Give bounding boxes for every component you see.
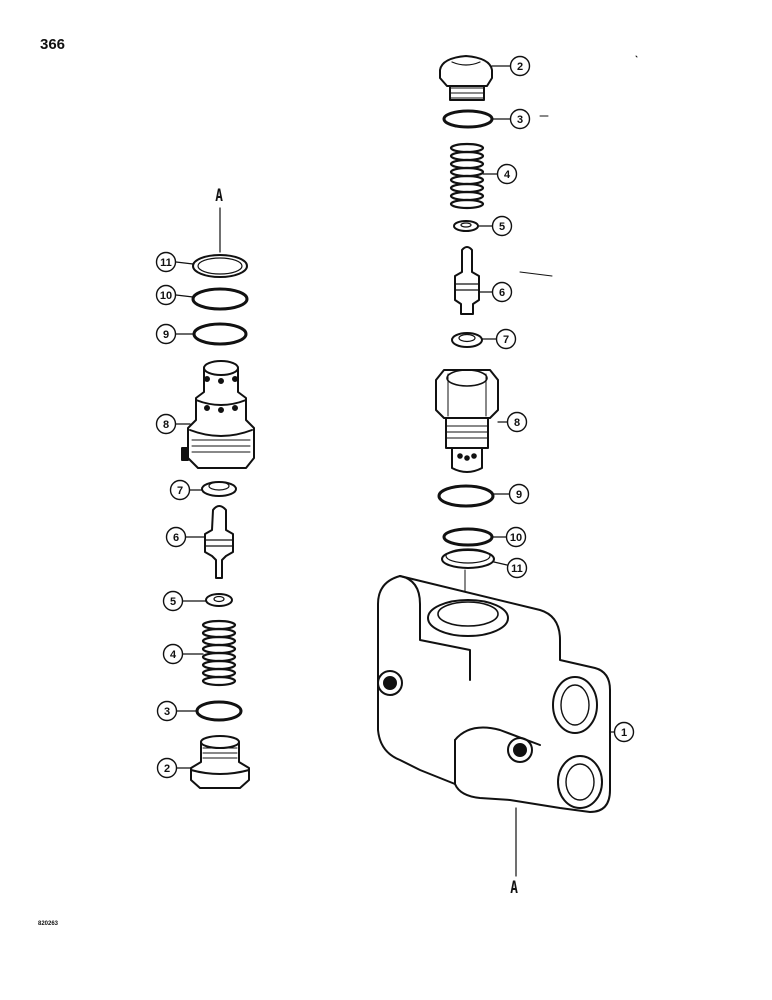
callout-circle	[169, 479, 191, 501]
callout-left-4: 4	[162, 643, 184, 665]
callout-circle	[613, 721, 635, 743]
callout-circle	[506, 411, 528, 433]
callout-number: 7	[503, 334, 509, 346]
callout-number: 5	[170, 596, 176, 608]
callout-number: 6	[499, 287, 505, 299]
callout-circle	[162, 590, 184, 612]
callout-circle	[508, 483, 530, 505]
callout-number: 3	[517, 114, 523, 126]
spring-icon	[201, 619, 237, 687]
callout-circle	[155, 284, 177, 306]
callout-circle	[509, 108, 531, 130]
backup-ring-icon	[192, 254, 248, 278]
callout-number: 6	[173, 532, 179, 544]
callout-right-11: 11	[506, 557, 528, 579]
reference-code: 820263	[38, 921, 59, 927]
seat-icon	[451, 332, 483, 348]
callout-circle	[156, 700, 178, 722]
callout-right-7: 7	[495, 328, 517, 350]
callout-circle	[495, 328, 517, 350]
callout-right-8: 8	[506, 411, 528, 433]
poppet-icon	[204, 505, 234, 579]
callout-left-6: 6	[165, 526, 187, 548]
callout-number: 11	[160, 257, 172, 269]
callout-right-1: 1	[613, 721, 635, 743]
callout-circle	[155, 413, 177, 435]
callout-number: 7	[177, 485, 183, 497]
right-leader-lines	[477, 65, 615, 733]
callout-circle	[155, 323, 177, 345]
callout-circle	[491, 281, 513, 303]
callout-right-5: 5	[491, 215, 513, 237]
callout-number: 4	[504, 169, 511, 181]
callout-circle	[506, 557, 528, 579]
o-ring-icon	[192, 322, 248, 346]
callout-circle	[156, 757, 178, 779]
callout-number: 5	[499, 221, 505, 233]
callout-number: 9	[163, 329, 169, 341]
callout-number: 10	[160, 290, 172, 302]
callout-circle	[162, 643, 184, 665]
callout-right-3: 3	[509, 108, 531, 130]
callout-number: 2	[164, 763, 170, 775]
callout-circle	[165, 526, 187, 548]
plug-icon	[439, 55, 493, 101]
left-leader-lines	[175, 261, 207, 769]
seat-icon	[201, 481, 237, 497]
poppet-icon	[454, 246, 480, 315]
spring-icon	[449, 142, 485, 210]
callout-number: 2	[517, 61, 523, 73]
callout-left-5: 5	[162, 590, 184, 612]
callout-left-2: 2	[156, 757, 178, 779]
callout-circle	[155, 251, 177, 273]
callout-number: 10	[510, 532, 522, 544]
o-ring-icon	[195, 700, 243, 722]
callout-number: 9	[516, 489, 522, 501]
callout-number: 3	[164, 706, 170, 718]
callout-right-4: 4	[496, 163, 518, 185]
callout-right-10: 10	[505, 526, 527, 548]
callout-number: 1	[621, 727, 627, 739]
callout-left-7: 7	[169, 479, 191, 501]
callout-circle	[491, 215, 513, 237]
callout-number: 4	[170, 649, 177, 661]
speck-marks	[519, 55, 638, 277]
callout-left-3: 3	[156, 700, 178, 722]
plug-icon	[190, 735, 250, 789]
callout-left-10: 10	[155, 284, 177, 306]
backup-ring-icon	[441, 548, 495, 569]
callout-right-9: 9	[508, 483, 530, 505]
valve-housing-icon	[181, 360, 255, 469]
callout-circle	[496, 163, 518, 185]
o-ring-icon	[442, 527, 494, 547]
callout-right-6: 6	[491, 281, 513, 303]
page-number: 366	[40, 36, 66, 53]
callout-left-11: 11	[155, 251, 177, 273]
section-mark-a-bottom: A	[510, 878, 518, 898]
o-ring-icon	[442, 109, 494, 129]
o-ring-icon	[191, 287, 249, 311]
callout-number: 11	[511, 563, 523, 575]
valve-body-icon	[377, 575, 611, 813]
washer-icon	[205, 593, 233, 607]
o-ring-icon	[437, 484, 495, 508]
callout-right-2: 2	[509, 55, 531, 77]
valve-housing-icon	[435, 369, 499, 473]
callout-left-9: 9	[155, 323, 177, 345]
callout-number: 8	[163, 419, 169, 431]
washer-icon	[453, 220, 479, 232]
section-mark-a-top: A	[215, 186, 223, 206]
callout-left-8: 8	[155, 413, 177, 435]
callout-circle	[509, 55, 531, 77]
callout-circle	[505, 526, 527, 548]
callout-number: 8	[514, 417, 520, 429]
